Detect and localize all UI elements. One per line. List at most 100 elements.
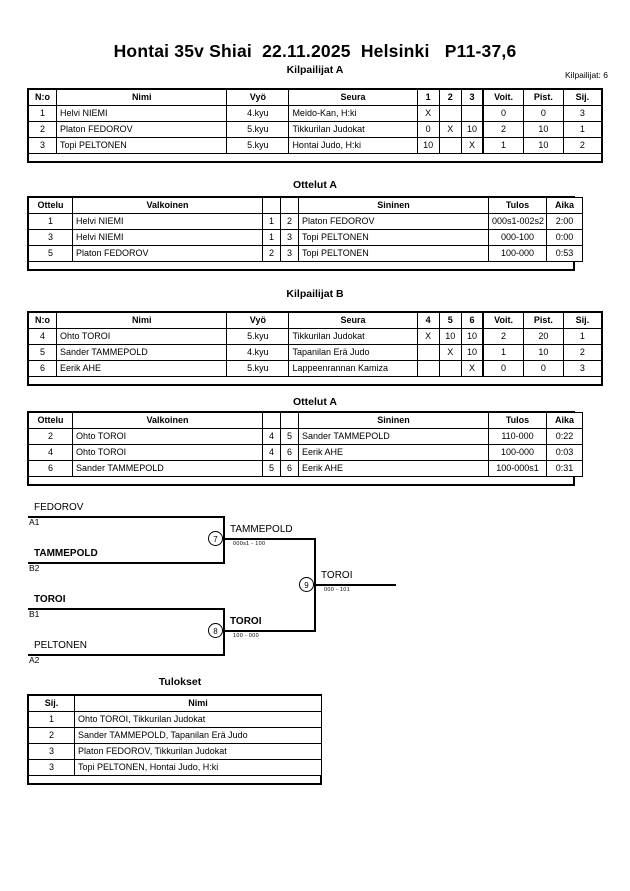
col-match: Ottelu xyxy=(28,412,73,429)
cell-blue-no: 2 xyxy=(280,213,299,230)
cell-blue-no: 3 xyxy=(280,229,299,246)
col-time: Aika xyxy=(546,197,583,214)
cell-m6: X xyxy=(460,360,484,377)
col-blue: Sininen xyxy=(298,197,489,214)
cell-rank: 3 xyxy=(562,105,603,122)
cell-m5: 10 xyxy=(438,328,462,345)
table-row: 5 Sander TAMMEPOLD 4.kyu Tapanilan Erä J… xyxy=(27,344,603,361)
results-header-row: Sij. Nimi xyxy=(28,695,322,712)
cell-rank: 1 xyxy=(28,711,75,728)
table-row: 4 Ohto TOROI 5.kyu Tikkurilan Judokat X … xyxy=(27,328,603,345)
cell-rank: 1 xyxy=(562,328,603,345)
bracket-entry-seed: B1 xyxy=(29,609,40,619)
bracket-line xyxy=(314,584,396,586)
cell-m6: 10 xyxy=(460,344,484,361)
bracket-entry-seed: A2 xyxy=(29,655,40,665)
cell-blue: Platon FEDOROV xyxy=(298,213,489,230)
cell-wins: 2 xyxy=(482,121,524,138)
table-row: 6 Sander TAMMEPOLD 5 6 Eerik AHE 100-000… xyxy=(28,460,583,477)
col-points: Pist. xyxy=(522,89,564,106)
cell-match: 1 xyxy=(28,213,73,230)
cell-white-no: 1 xyxy=(262,229,281,246)
bracket-entry-seed: A1 xyxy=(29,517,40,527)
cell-no: 6 xyxy=(27,360,58,377)
cell-name: Sander TAMMEPOLD xyxy=(56,344,228,361)
pool-b-table-frame: N:o Nimi Vyö Seura 4 5 6 Voit. Pist. Sij… xyxy=(27,311,603,386)
cell-m4: X xyxy=(416,328,440,345)
table-row: 3 Platon FEDOROV, Tikkurilan Judokat xyxy=(28,743,322,760)
bracket-line xyxy=(223,608,225,656)
cell-white-no: 2 xyxy=(262,245,281,262)
bracket-winner-name: TOROI xyxy=(230,616,262,627)
cell-points: 10 xyxy=(522,137,564,154)
col-m2: 2 xyxy=(438,89,462,106)
bracket-line xyxy=(28,516,225,518)
cell-m2: X xyxy=(438,121,462,138)
cell-name: Platon FEDOROV, Tikkurilan Judokat xyxy=(74,743,322,760)
pool-a-table: N:o Nimi Vyö Seura 1 2 3 Voit. Pist. Sij… xyxy=(27,89,603,154)
cell-time: 0:03 xyxy=(546,444,583,461)
competitor-count: Kilpailijat: 6 xyxy=(565,70,608,80)
col-m1: 1 xyxy=(416,89,440,106)
col-result: Tulos xyxy=(488,412,547,429)
col-name: Nimi xyxy=(74,695,322,712)
cell-name: Platon FEDOROV xyxy=(56,121,228,138)
matches-b-header-row: Ottelu Valkoinen Sininen Tulos Aika xyxy=(28,412,583,429)
bracket-line xyxy=(223,630,316,632)
cell-m1: 0 xyxy=(416,121,440,138)
cell-wins: 1 xyxy=(482,137,524,154)
cell-match: 5 xyxy=(28,245,73,262)
cell-white-no: 4 xyxy=(262,428,281,445)
cell-blue: Eerik AHE xyxy=(298,444,489,461)
cell-match: 6 xyxy=(28,460,73,477)
cell-blue-no: 6 xyxy=(280,444,299,461)
cell-m5: X xyxy=(438,344,462,361)
table-row: 3 Topi PELTONEN, Hontai Judo, H:ki xyxy=(28,759,322,776)
col-no: N:o xyxy=(27,312,58,329)
col-rank: Sij. xyxy=(562,89,603,106)
bracket-winner-name: TAMMEPOLD xyxy=(230,524,293,535)
cell-blue-no: 6 xyxy=(280,460,299,477)
pool-b-table: N:o Nimi Vyö Seura 4 5 6 Voit. Pist. Sij… xyxy=(27,312,603,377)
cell-belt: 5.kyu xyxy=(226,137,290,154)
cell-time: 0:31 xyxy=(546,460,583,477)
bracket-entry-name: TAMMEPOLD xyxy=(34,548,98,559)
table-row: 4 Ohto TOROI 4 6 Eerik AHE 100-000 0:03 xyxy=(28,444,583,461)
col-match: Ottelu xyxy=(28,197,73,214)
cell-club: Tikkurilan Judokat xyxy=(288,328,418,345)
cell-match: 3 xyxy=(28,229,73,246)
cell-white-no: 4 xyxy=(262,444,281,461)
bracket-score: 100 - 000 xyxy=(233,633,259,639)
cell-m6: 10 xyxy=(460,328,484,345)
col-time: Aika xyxy=(546,412,583,429)
col-points: Pist. xyxy=(522,312,564,329)
cell-m1: 10 xyxy=(416,137,440,154)
table-row: 5 Platon FEDOROV 2 3 Topi PELTONEN 100-0… xyxy=(28,245,583,262)
bracket-entry-name: PELTONEN xyxy=(34,640,87,651)
table-row: 1 Ohto TOROI, Tikkurilan Judokat xyxy=(28,711,322,728)
matches-b-table-frame: Ottelu Valkoinen Sininen Tulos Aika 2 Oh… xyxy=(27,411,583,486)
cell-m3: X xyxy=(460,137,484,154)
table-row: 1 Helvi NIEMI 1 2 Platon FEDOROV 000s1-0… xyxy=(28,213,583,230)
cell-white: Helvi NIEMI xyxy=(72,229,263,246)
cell-club: Meido-Kan, H:ki xyxy=(288,105,418,122)
matches-b-table: Ottelu Valkoinen Sininen Tulos Aika 2 Oh… xyxy=(28,412,583,477)
cell-time: 0:53 xyxy=(546,245,583,262)
cell-time: 0:00 xyxy=(546,229,583,246)
cell-name: Ohto TOROI xyxy=(56,328,228,345)
cell-match: 4 xyxy=(28,444,73,461)
bracket-line xyxy=(223,538,316,540)
table-row: 2 Ohto TOROI 4 5 Sander TAMMEPOLD 110-00… xyxy=(28,428,583,445)
col-blue-no xyxy=(280,412,299,429)
cell-time: 2:00 xyxy=(546,213,583,230)
col-result: Tulos xyxy=(488,197,547,214)
table-row: 3 Topi PELTONEN 5.kyu Hontai Judo, H:ki … xyxy=(27,137,603,154)
cell-blue: Topi PELTONEN xyxy=(298,245,489,262)
col-blue-no xyxy=(280,197,299,214)
cell-name: Topi PELTONEN xyxy=(56,137,228,154)
cell-rank: 2 xyxy=(28,727,75,744)
matches-b-caption: Ottelut A xyxy=(293,396,337,408)
bracket-match-number: 7 xyxy=(208,531,223,546)
cell-white: Helvi NIEMI xyxy=(72,213,263,230)
